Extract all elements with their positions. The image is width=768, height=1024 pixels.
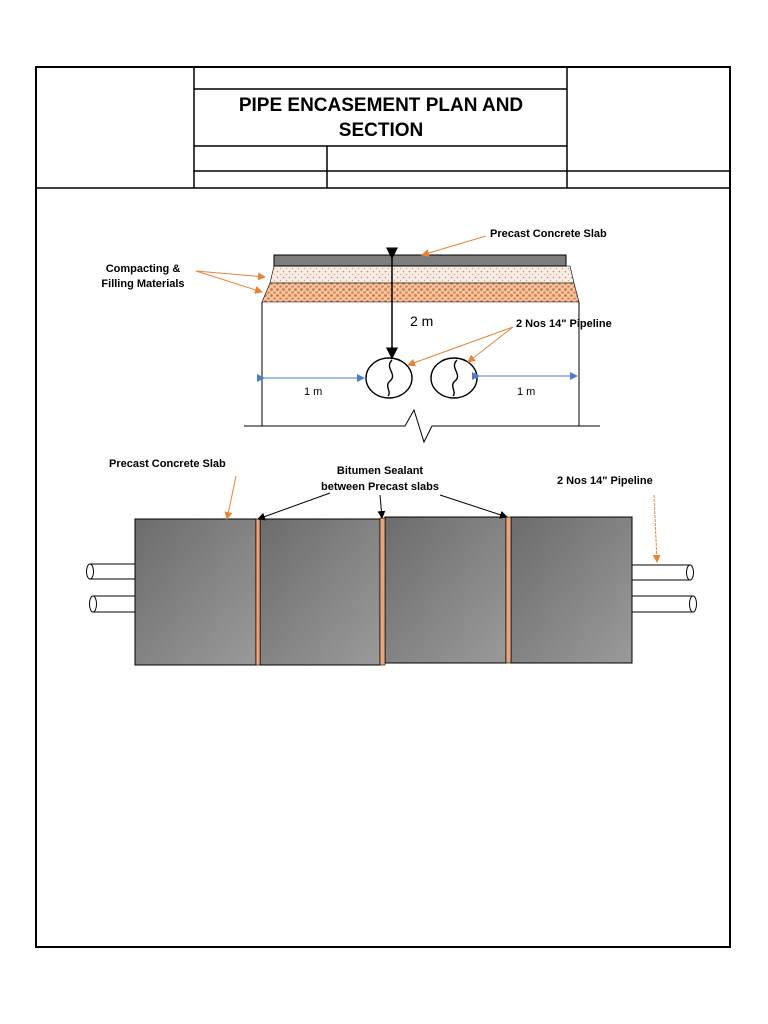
left-width-label: 1 m [304, 386, 323, 398]
compacting-label-line1: Compacting & [105, 263, 181, 275]
section-precast-slab [273, 254, 567, 267]
bitumen-label-line2: between Precast slabs [320, 481, 439, 493]
filling-layer-gravel [261, 282, 580, 303]
pipe-stub-left-top [86, 563, 136, 580]
compacting-label-line2: Filling Materials [101, 278, 185, 290]
pipe-stub-right-bottom [631, 595, 697, 613]
plan-slab-1 [134, 518, 257, 666]
pipe-section-right [430, 357, 478, 399]
plan-precast-slab-label: Precast Concrete Slab [109, 458, 226, 470]
plan-slab-3 [384, 516, 507, 664]
depth-label: 2 m [410, 313, 434, 329]
section-view [195, 235, 600, 444]
drawing-title: PIPE ENCASEMENT PLAN AND SECTION [238, 95, 524, 141]
pipe-stub-right-top [631, 564, 694, 581]
pipe-stub-left-bottom [89, 595, 136, 613]
right-width-label: 1 m [517, 386, 536, 398]
plan-pipeline-label: 2 Nos 14" Pipeline [557, 475, 653, 487]
plan-slab-2 [259, 518, 381, 666]
pipe-section-left [365, 357, 413, 399]
section-pipeline-label: 2 Nos 14" Pipeline [516, 318, 612, 330]
ground-line [244, 408, 600, 444]
plan-view [86, 475, 697, 666]
section-precast-slab-label: Precast Concrete Slab [490, 228, 607, 240]
sealant-joint-3 [505, 516, 512, 664]
title-block [35, 66, 731, 189]
sealant-joint-2 [379, 517, 386, 666]
filling-layer-fine [269, 265, 575, 284]
sealant-joint-1 [255, 518, 261, 666]
plan-slab-4 [510, 516, 633, 664]
drawing-sheet-border [35, 66, 731, 948]
bitumen-label-line1: Bitumen Sealant [336, 465, 424, 477]
